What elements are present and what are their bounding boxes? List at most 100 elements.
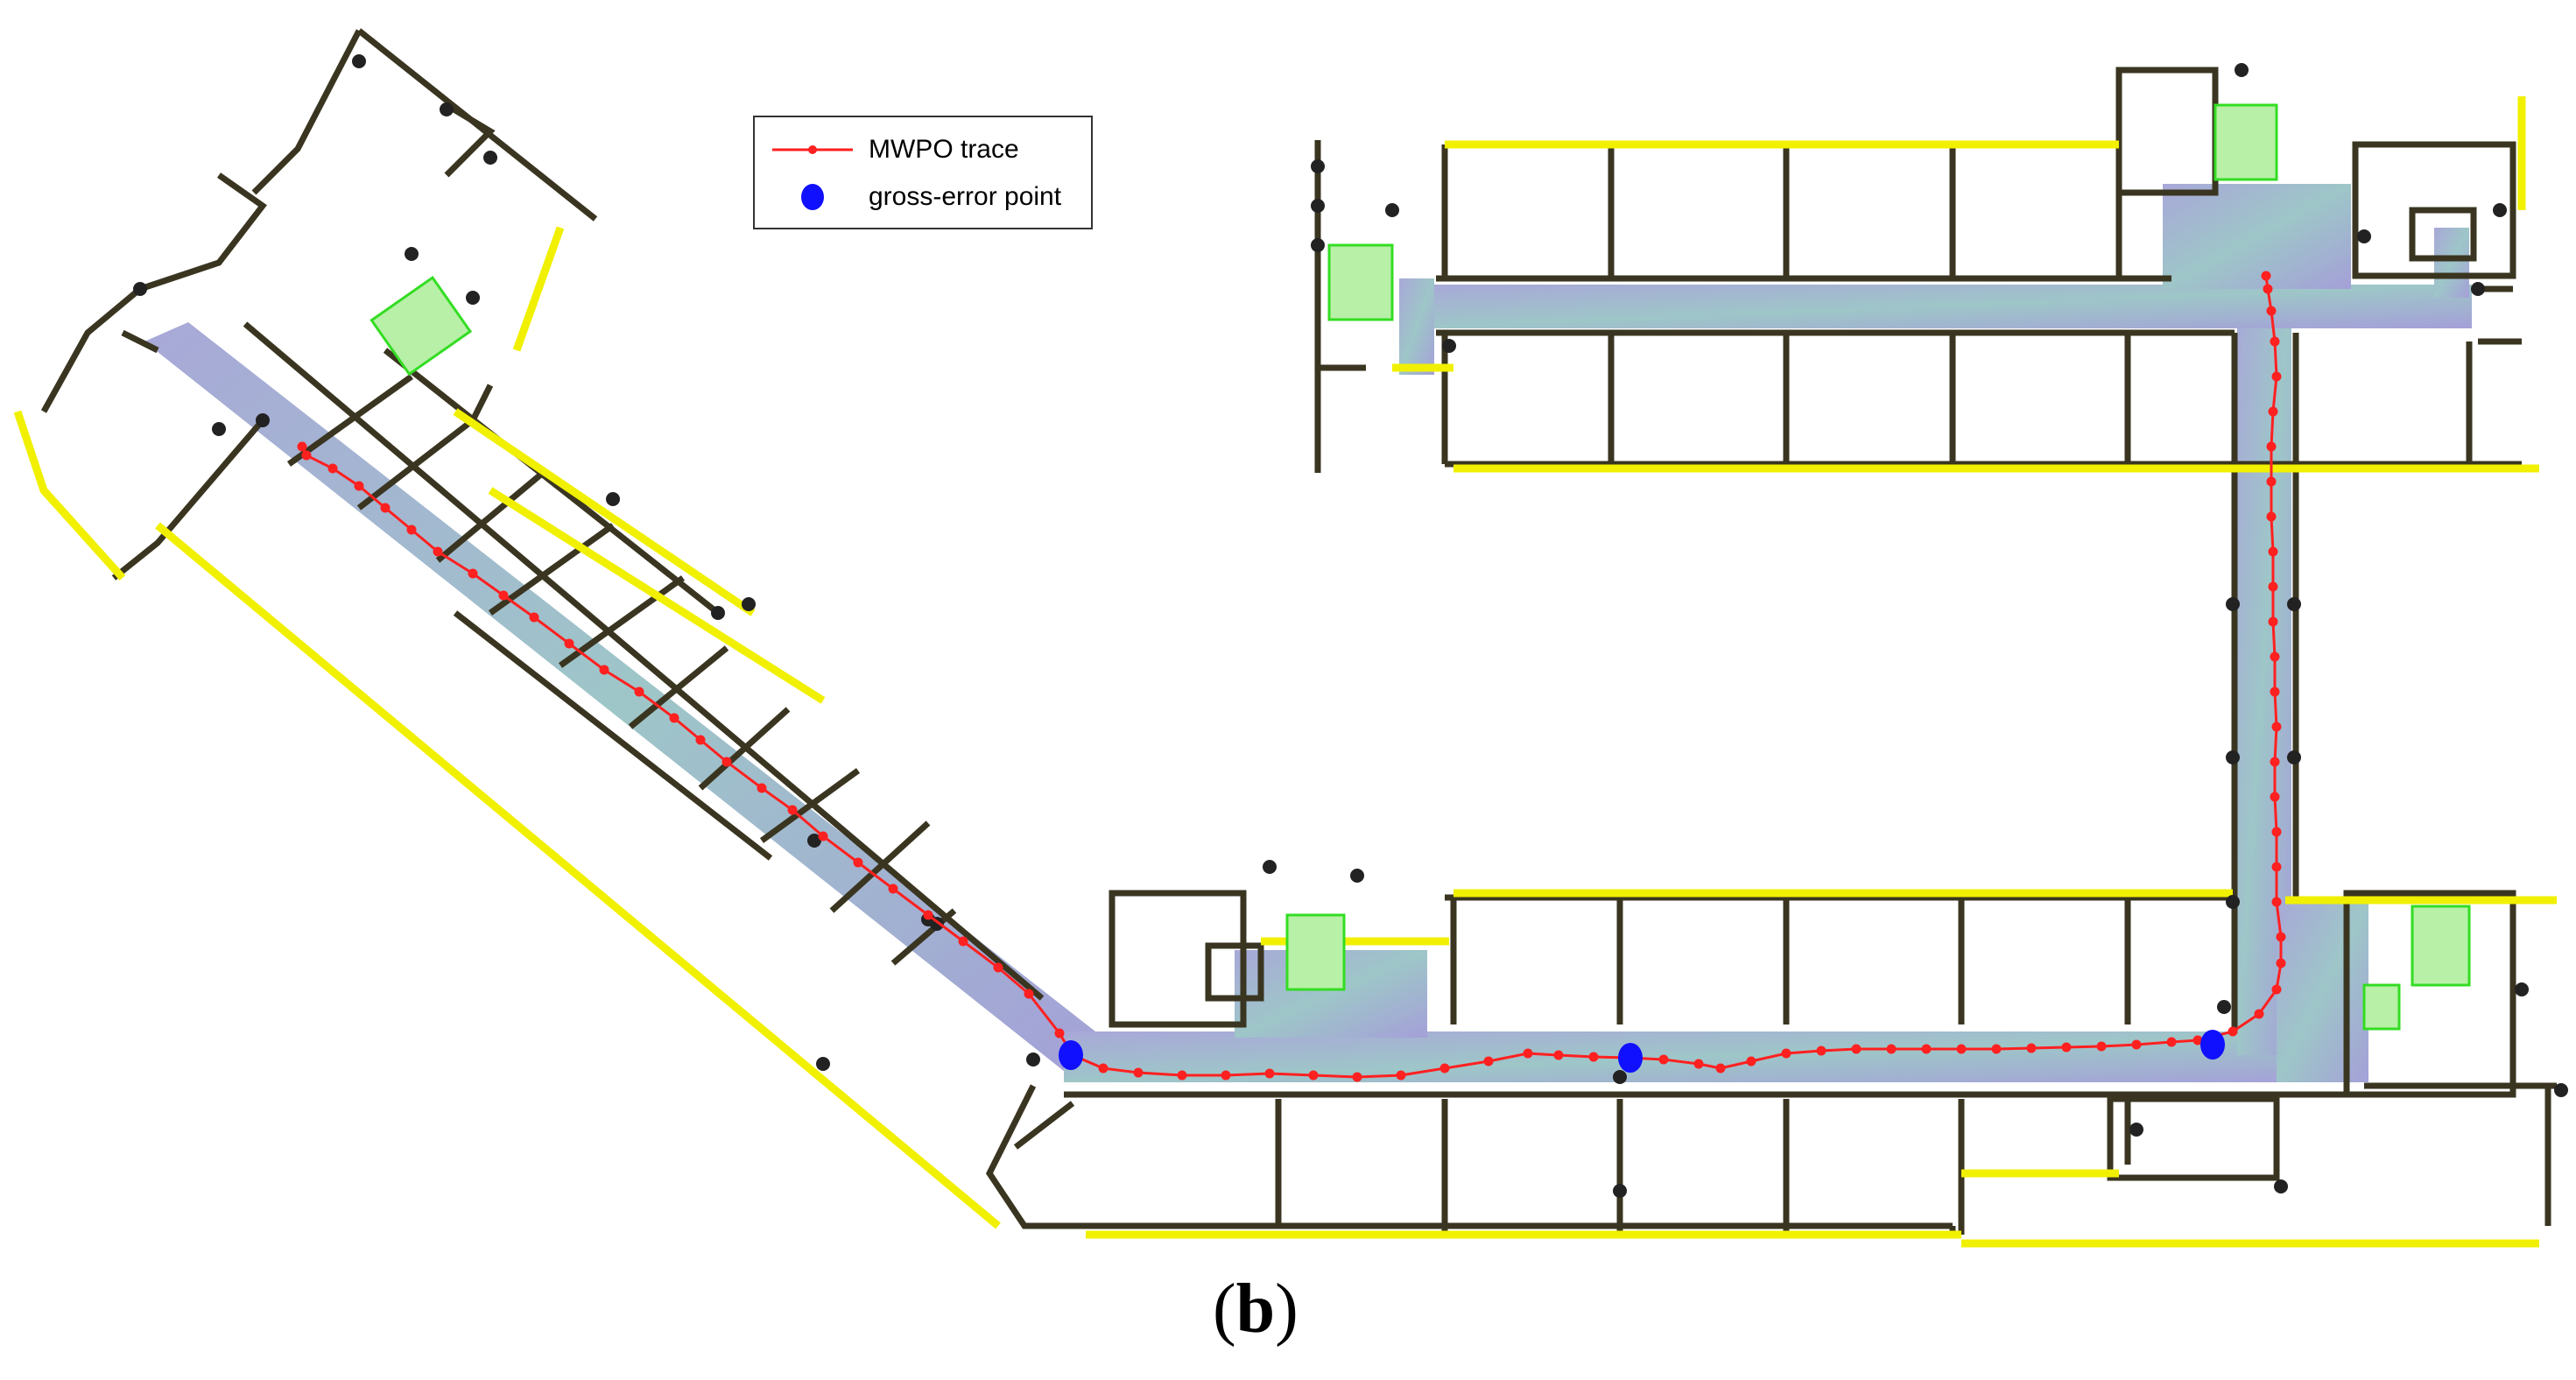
trace-point [993, 962, 1003, 973]
trace-point [2131, 1039, 2142, 1050]
trace-point [888, 884, 898, 894]
trace-point [2263, 284, 2273, 294]
trace-point [2271, 984, 2282, 995]
legend-item-gross-error: gross-error point [755, 175, 1091, 219]
trace-point [2271, 722, 2282, 732]
trace-point [354, 481, 364, 491]
blue-dot-icon [801, 184, 824, 210]
stairwells [370, 103, 2471, 1031]
trace-point [2268, 546, 2278, 557]
trace-point [1886, 1044, 1897, 1054]
trace-point [327, 463, 338, 474]
trace-point [669, 713, 679, 723]
trace-point [1221, 1070, 1231, 1081]
trace-point [787, 805, 798, 815]
trace-point [529, 612, 539, 623]
trace-point [1396, 1070, 1406, 1081]
windows [13, 96, 2557, 1248]
legend-item-trace: MWPO trace [755, 128, 1091, 172]
trace-point [2061, 1042, 2072, 1053]
trace-point [1588, 1052, 1599, 1062]
trace-point [1177, 1070, 1187, 1081]
gross-error-point [1618, 1043, 1643, 1073]
trace-point [1921, 1044, 1932, 1054]
line-with-dots-icon [772, 145, 853, 154]
mwpo-trace [297, 271, 2286, 1082]
trace-point [380, 503, 391, 513]
trace-point [2096, 1041, 2107, 1052]
trace-point [1658, 1054, 1669, 1065]
trace-point [1956, 1044, 1967, 1054]
trace-point [1133, 1067, 1144, 1078]
panel-label-open: ( [1213, 1271, 1236, 1348]
legend-label-gross-error: gross-error point [869, 182, 1062, 211]
trace-point [2166, 1037, 2177, 1047]
trace-point [2266, 476, 2277, 487]
trace-point [2228, 1026, 2238, 1037]
trace-point [2270, 686, 2280, 697]
trace-point [2271, 897, 2282, 907]
trace-point [2261, 271, 2271, 281]
trace-point [1715, 1063, 1726, 1074]
trace-point [1553, 1050, 1564, 1060]
trace-point [468, 568, 478, 579]
trace-point [1816, 1046, 1826, 1056]
legend: MWPO trace gross-error point [753, 116, 1093, 229]
trace-point [1098, 1063, 1109, 1074]
trace-point [2254, 1009, 2264, 1019]
trace-point [2268, 406, 2278, 417]
trace-point [1483, 1056, 1494, 1067]
trace-point [1308, 1070, 1319, 1081]
trace-point [853, 857, 863, 868]
trace-point [2026, 1043, 2037, 1053]
panel-label-letter: b [1235, 1271, 1276, 1348]
trace-point [1352, 1072, 1362, 1082]
trace-point [2266, 511, 2277, 522]
pillars [133, 54, 2568, 1198]
trace-point [1693, 1059, 1704, 1069]
trace-point [1746, 1056, 1756, 1067]
trace-point [818, 831, 828, 841]
trace-point [2270, 336, 2280, 347]
trace-point [2271, 371, 2282, 382]
trace-point [406, 525, 417, 535]
trace-point [1991, 1044, 2002, 1054]
trace-point [1523, 1048, 1533, 1059]
panel-label-close: ) [1275, 1271, 1299, 1348]
trace-point [2270, 757, 2280, 767]
trace-point [2266, 441, 2277, 452]
walls [40, 28, 2557, 1235]
trace-point [301, 450, 312, 461]
trace-point [564, 638, 574, 649]
trace-point [757, 783, 767, 793]
trace-point [2266, 306, 2277, 316]
trace-point [634, 686, 644, 697]
trace-point [599, 665, 609, 675]
gross-error-point [1059, 1040, 1083, 1070]
trace-point [1781, 1048, 1791, 1059]
trace-point [2271, 862, 2282, 872]
trace-point [2268, 616, 2278, 627]
trace-point [958, 936, 968, 947]
panel-label: (b) [1213, 1265, 1299, 1353]
trace-point [2192, 1035, 2203, 1046]
trace-point [2271, 827, 2282, 837]
gross-error-point [2200, 1030, 2225, 1060]
trace-point [498, 590, 509, 601]
trace-point [1024, 989, 1034, 999]
legend-label-trace: MWPO trace [869, 135, 1019, 164]
trace-point [695, 735, 706, 745]
trace-point [2276, 958, 2286, 968]
trace-point [297, 441, 307, 452]
trace-point [2268, 581, 2278, 592]
trace-point [923, 910, 933, 920]
trace-point [2270, 792, 2280, 802]
trace-point [721, 757, 732, 767]
trace-point [2270, 651, 2280, 662]
trace-point [1264, 1068, 1275, 1079]
trace-point [2276, 932, 2286, 942]
trace-point [433, 546, 443, 557]
gross-error-points [1059, 1030, 2225, 1073]
trace-point [1054, 1028, 1065, 1039]
